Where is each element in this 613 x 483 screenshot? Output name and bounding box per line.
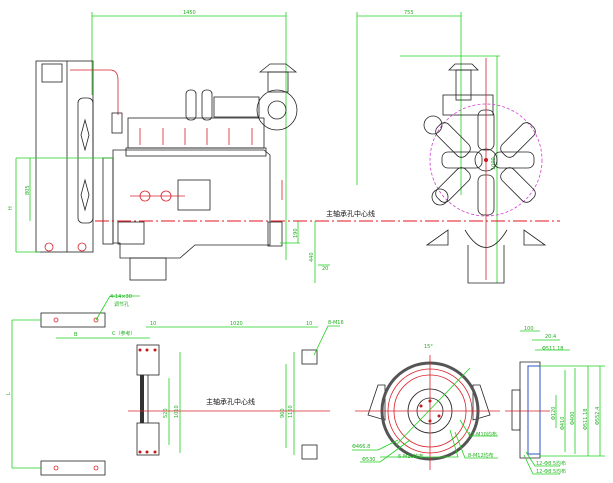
angle-label: 15° — [424, 344, 433, 350]
dim-text: B — [74, 332, 78, 338]
dim-text: 190 — [293, 228, 299, 238]
dim-text: 12-Φ8.5均布 — [536, 460, 566, 467]
dim-text: 20 — [322, 266, 328, 272]
dim-text: 1450 — [183, 10, 196, 16]
dim-text: Φ552.4 — [595, 407, 601, 425]
dim-text: 12-Φ8.5均布 — [536, 468, 566, 475]
adjust-hole-note: 调节孔 — [114, 301, 129, 308]
dim-text: L — [6, 392, 12, 395]
bolt-note-label: 8-M16 — [328, 320, 344, 326]
ref-c-label: C（参考） — [112, 330, 136, 337]
dim-text: 520 — [163, 408, 169, 418]
mount-plan: 10 1020 10 8-M16 520 1010 960 1150 — [136, 320, 344, 460]
dim-text: Φ410 — [560, 417, 566, 430]
side-view: H 805 190 440 20 — [8, 60, 330, 283]
dim-text: 10 — [306, 321, 312, 327]
dim-text: Φ400 — [570, 412, 576, 425]
dim-text: 755 — [404, 10, 414, 16]
dim-text: 440 — [309, 252, 315, 262]
dim-overall-height: 1000 — [400, 55, 500, 283]
dim-text: 20.4 — [545, 334, 556, 340]
dim-overall-length: 1450 — [91, 10, 287, 260]
centerline-label-bottom: 主轴承孔中心线 — [206, 397, 255, 406]
dim-text: 10 — [150, 321, 156, 327]
dim-text: Φ511.18 — [583, 409, 589, 430]
dim-text: 1020 — [230, 321, 243, 327]
front-view — [423, 58, 547, 284]
dim-text: 1150 — [288, 405, 294, 418]
injectors — [139, 128, 253, 145]
dim-text: Φ530 — [362, 457, 375, 463]
mount-brackets: L B C（参考） 4-14×30 调节孔 — [6, 294, 150, 476]
dim-text: 6-M10均布 — [398, 453, 424, 460]
dim-text: 8-M12均布 — [468, 452, 494, 459]
centerline-label: 主轴承孔中心线 — [326, 209, 375, 218]
dim-text: 805 — [25, 185, 31, 195]
dim-text: 12-M10均布 — [468, 431, 497, 438]
housing-section: 100 20.4 Φ511.18 Φ120 Φ410 Φ400 Φ511.18 … — [505, 326, 605, 475]
fan-blades — [435, 109, 536, 216]
dim-overall-width: 755 — [356, 10, 462, 195]
flywheel-view: 15° Φ466.8 Φ530 6-M10均布 12-M10均布 8-M12均布 — [352, 344, 500, 470]
dim-text: Φ120 — [551, 407, 557, 420]
dim-text: 1010 — [174, 405, 180, 418]
dim-text: H — [8, 206, 14, 210]
dim-text: 100 — [524, 326, 534, 332]
dim-text: Φ466.8 — [352, 444, 370, 450]
dim-text: 960 — [280, 408, 286, 418]
adjust-hole-label: 4-14×30 — [110, 294, 132, 300]
dim-text: Φ511.18 — [542, 346, 563, 352]
